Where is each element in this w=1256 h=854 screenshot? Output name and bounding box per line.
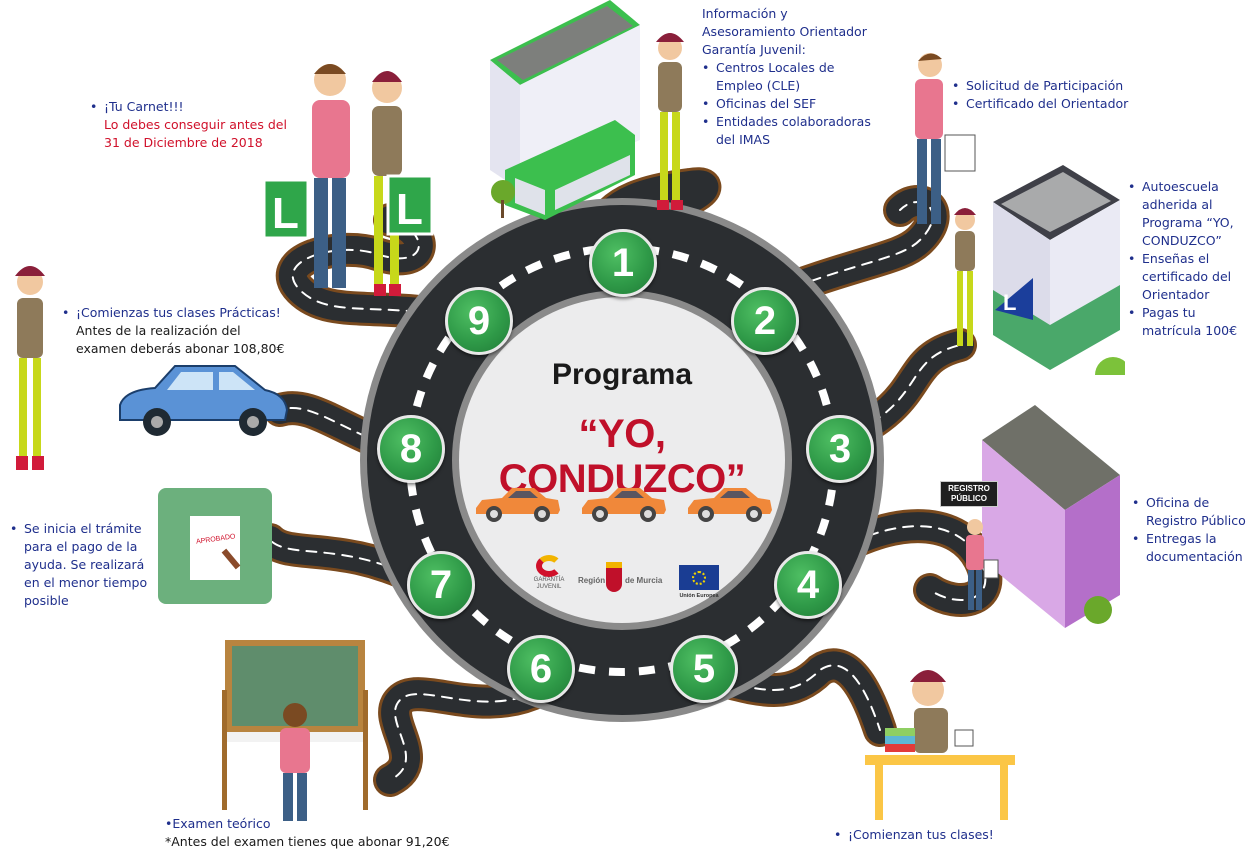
woman-at-driving-school-illustration (954, 208, 976, 346)
employment-office-building-illustration (490, 0, 640, 220)
step6-payment-note: *Antes del examen tienes que abonar 91,2… (165, 834, 450, 849)
step3-item-matricula: Pagas tu matrícula 100€ (1128, 304, 1253, 340)
step1-item-sef: Oficinas del SEF (702, 95, 877, 113)
man-at-registry-illustration (966, 519, 999, 610)
eu-label: Unión Europea (679, 593, 719, 599)
step-badge-5: 5 (670, 635, 738, 703)
step7-info-block: Se inicia el trámite para el pago de la … (10, 520, 150, 610)
step-badge-2: 2 (731, 287, 799, 355)
step8-item-practicas: ¡Comienzas tus clases Prácticas! (62, 304, 292, 322)
svg-text:L: L (272, 189, 299, 238)
woman-practical-classes-illustration (15, 266, 45, 470)
step-badge-3: 3 (806, 415, 874, 483)
registro-publico-sign: REGISTRO PÚBLICO (940, 481, 998, 507)
step-badge-4: 4 (774, 551, 842, 619)
step-badge-1: 1 (589, 229, 657, 297)
step8-payment-note: Antes de la realización del examen deber… (76, 323, 285, 356)
step8-info-block: ¡Comienzas tus clases Prácticas! Antes d… (62, 304, 292, 358)
public-registry-building-illustration (982, 405, 1120, 628)
eu-flag-icon (679, 565, 719, 590)
region-label-left: Región (578, 576, 606, 585)
program-title: Programa (551, 358, 693, 391)
driving-school-building-illustration: L (993, 165, 1125, 375)
step9-info-block: ¡Tu Carnet!!! Lo debes conseguir antes d… (90, 98, 290, 152)
step1-item-imas: Entidades colaboradoras del IMAS (702, 113, 877, 149)
step4-item-documentacion: Entregas la documentación (1132, 530, 1254, 566)
step-badge-8: 8 (377, 415, 445, 483)
step7-item-tramite: Se inicia el trámite para el pago de la … (10, 520, 150, 610)
step1-heading-line2: Asesoramiento Orientador (702, 24, 867, 39)
step1-info-block: Información y Asesoramiento Orientador G… (702, 5, 877, 149)
region-label-right: de Murcia (625, 576, 663, 585)
step4-item-oficina: Oficina de Registro Público (1132, 494, 1254, 530)
step1-item-cle: Centros Locales de Empleo (CLE) (702, 59, 877, 95)
step3-info-block: Autoescuela adherida al Programa “YO, CO… (1128, 178, 1253, 340)
garantia-juvenil-logo: GARANTÍA JUVENIL (528, 555, 570, 600)
svg-text:L: L (396, 185, 423, 234)
step6-info-block: •Examen teórico *Antes del examen tienes… (165, 815, 485, 851)
step1-heading-line3: Garantía Juvenil: (702, 42, 806, 57)
step5-info-block: ¡Comienzan tus clases! (834, 826, 1034, 844)
step9-item-carnet: ¡Tu Carnet!!! (90, 98, 290, 116)
step5-item-clases: ¡Comienzan tus clases! (834, 826, 1034, 844)
step-badge-6: 6 (507, 635, 575, 703)
step2-info-block: Solicitud de Participación Certificado d… (952, 77, 1152, 113)
orientador-woman-illustration (656, 33, 684, 210)
murcia-coat-of-arms-icon (606, 562, 622, 592)
step2-item-solicitud: Solicitud de Participación (952, 77, 1152, 95)
step3-item-certificado: Enseñas el certificado del Orientador (1128, 250, 1253, 304)
step2-item-certificado: Certificado del Orientador (952, 95, 1152, 113)
step6-examen-teorico: •Examen teórico (165, 816, 271, 831)
svg-text:L: L (1003, 290, 1016, 315)
man-with-documents-illustration (915, 53, 976, 224)
woman-at-desk-illustration (865, 670, 1015, 820)
student-at-blackboard-illustration (222, 640, 368, 821)
step9-deadline-note: Lo debes conseguir antes del 31 de Dicie… (104, 117, 287, 150)
step3-item-autoescuela: Autoescuela adherida al Programa “YO, CO… (1128, 178, 1253, 250)
step1-heading-line1: Información y (702, 6, 788, 21)
couple-with-license-illustration: L L (262, 64, 434, 296)
approved-document-illustration: APROBADO (158, 488, 272, 604)
step4-info-block: Oficina de Registro Público Entregas la … (1132, 494, 1254, 566)
cars-illustration (476, 488, 772, 522)
step-badge-9: 9 (445, 287, 513, 355)
blue-car-illustration (119, 365, 289, 436)
step-badge-7: 7 (407, 551, 475, 619)
